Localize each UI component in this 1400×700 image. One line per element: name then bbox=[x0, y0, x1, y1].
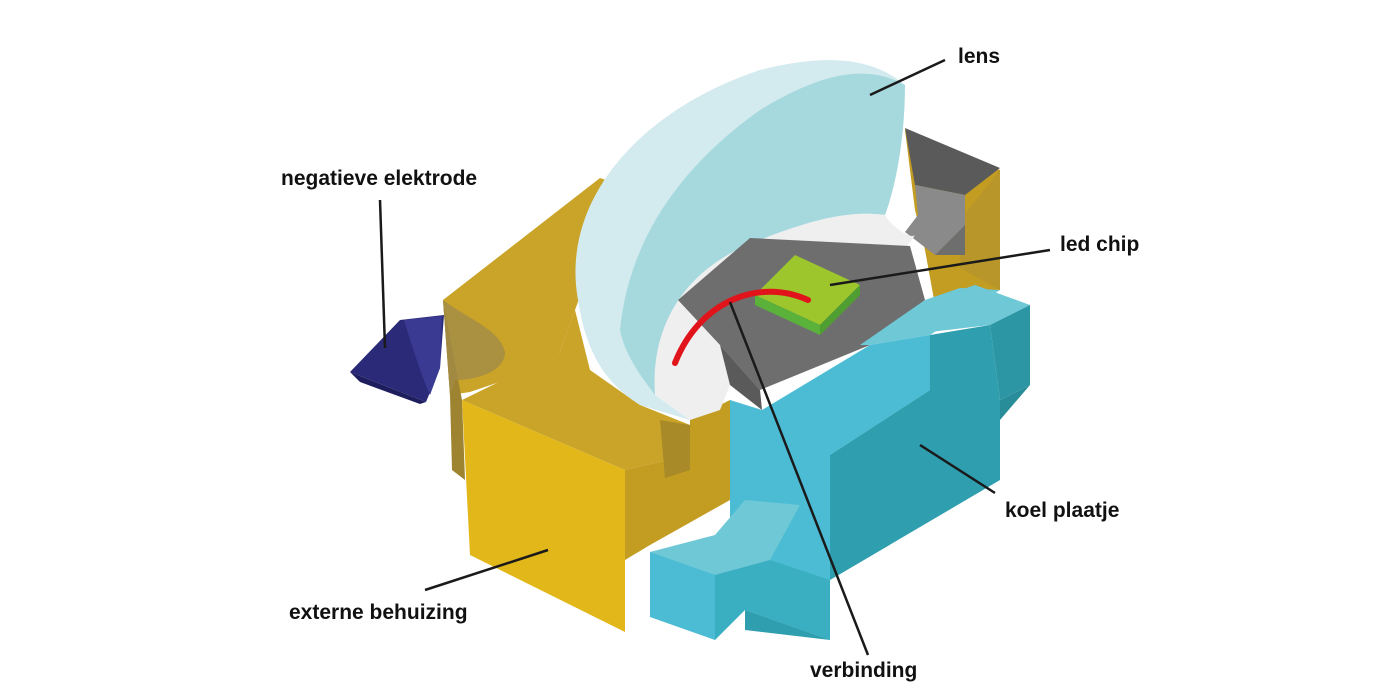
label-led-chip: led chip bbox=[1060, 233, 1140, 256]
led-chip bbox=[755, 255, 860, 335]
leader-line-external-housing bbox=[424, 548, 549, 592]
label-external-housing: externe behuizing bbox=[289, 601, 468, 624]
lens bbox=[575, 60, 905, 420]
heat-sink bbox=[650, 285, 1030, 640]
negative-electrode bbox=[350, 315, 444, 404]
label-heat-sink: koel plaatje bbox=[1005, 499, 1120, 522]
leader-line-led-chip bbox=[829, 248, 1051, 287]
leader-line-heat-sink bbox=[919, 443, 996, 495]
bond-wire bbox=[672, 288, 811, 366]
label-negative-electrode: negatieve elektrode bbox=[281, 167, 478, 190]
leader-line-lens bbox=[869, 58, 946, 97]
leader-line-negative-electrode bbox=[378, 199, 387, 349]
rear-notch bbox=[905, 128, 1000, 255]
label-bond-wire: verbinding bbox=[810, 659, 918, 682]
leader-lines bbox=[378, 58, 1051, 656]
leader-line-bond-wire bbox=[728, 301, 870, 656]
label-lens: lens bbox=[958, 45, 1001, 68]
